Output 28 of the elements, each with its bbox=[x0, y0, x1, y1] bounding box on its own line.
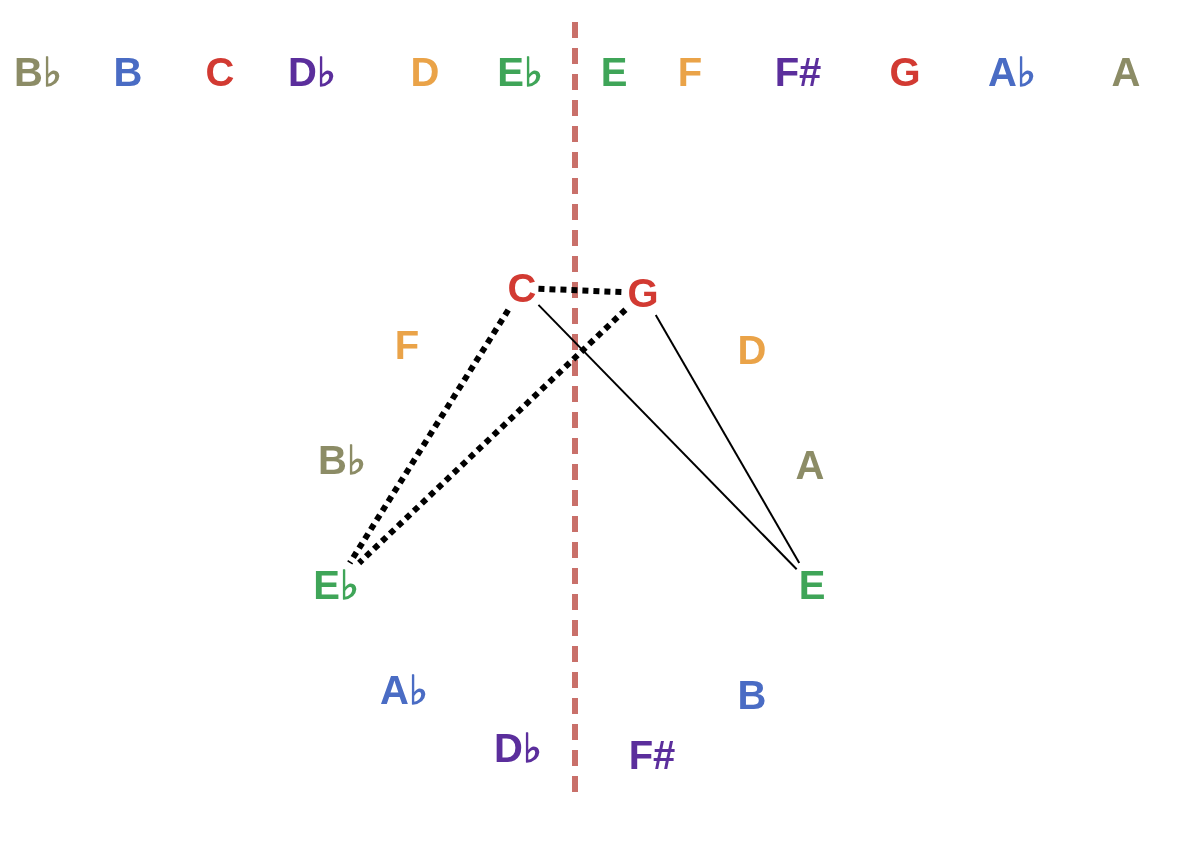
note-name: B♭ bbox=[13, 50, 63, 94]
note-name: D bbox=[736, 328, 768, 372]
dotted-line bbox=[357, 307, 628, 566]
note-name: C bbox=[204, 50, 236, 94]
note-name: D♭ bbox=[287, 50, 337, 94]
connector-line bbox=[654, 314, 801, 564]
note-name: G bbox=[625, 271, 661, 315]
note-name: D bbox=[409, 50, 441, 94]
note-name: A♭ bbox=[379, 668, 429, 712]
note-name: E♭ bbox=[311, 563, 361, 607]
note-name: F# bbox=[627, 733, 677, 777]
note-name: G bbox=[888, 50, 922, 94]
note-name: C bbox=[505, 266, 539, 310]
connector-line bbox=[537, 303, 798, 571]
note-name: D♭ bbox=[493, 726, 543, 770]
note-name: E♭ bbox=[496, 50, 544, 94]
note-name: A bbox=[1110, 50, 1142, 94]
note-name: E bbox=[599, 50, 629, 94]
note-name: B bbox=[112, 50, 144, 94]
note-name: A♭ bbox=[987, 50, 1037, 94]
note-name: A bbox=[794, 443, 826, 487]
note-name: F# bbox=[773, 50, 823, 94]
note-name: F bbox=[393, 323, 421, 367]
dotted-line bbox=[347, 308, 511, 565]
note-name: F bbox=[676, 50, 704, 94]
note-name: E bbox=[796, 563, 828, 607]
note-name: B bbox=[736, 673, 768, 717]
note-name: B♭ bbox=[317, 438, 367, 482]
